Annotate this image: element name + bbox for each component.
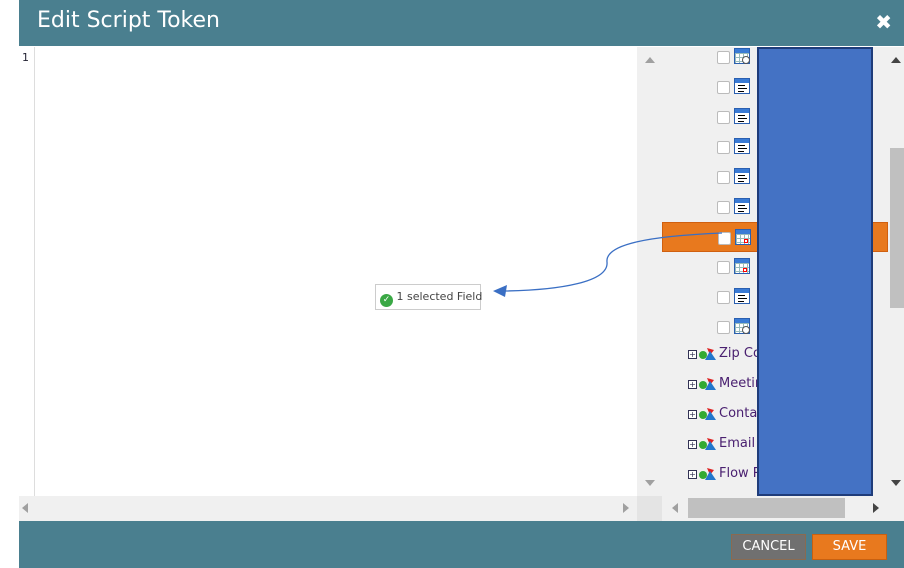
object-group-icon xyxy=(699,378,716,390)
dialog-footer: CANCEL SAVE xyxy=(19,521,904,568)
group-label: Meetin xyxy=(719,376,764,391)
scroll-up-icon[interactable] xyxy=(891,57,901,63)
line-number: 1 xyxy=(22,51,29,64)
scrollbar-thumb[interactable] xyxy=(890,148,904,308)
date-field-icon xyxy=(734,258,750,274)
script-editor[interactable] xyxy=(35,47,637,496)
field-checkbox[interactable] xyxy=(717,141,730,154)
scrollbar-thumb[interactable] xyxy=(688,498,845,518)
object-group-icon xyxy=(699,468,716,480)
editor-horizontal-scrollbar[interactable] xyxy=(19,496,637,521)
text-field-icon xyxy=(734,198,750,214)
expand-icon[interactable]: + xyxy=(688,410,697,419)
text-field-icon xyxy=(734,138,750,154)
field-checkbox[interactable] xyxy=(718,232,731,245)
group-label: Flow R xyxy=(719,466,762,481)
field-checkbox[interactable] xyxy=(717,81,730,94)
field-row[interactable] xyxy=(662,312,888,342)
text-field-icon xyxy=(734,288,750,304)
scroll-left-icon[interactable] xyxy=(672,503,678,513)
field-row[interactable] xyxy=(662,252,888,282)
field-row[interactable] xyxy=(662,72,888,102)
object-group-icon xyxy=(699,348,716,360)
selected-field-badge: ✓ 1 selected Field xyxy=(375,284,483,310)
field-checkbox[interactable] xyxy=(717,261,730,274)
cancel-button[interactable]: CANCEL xyxy=(731,534,806,560)
editor-vertical-scrollbar[interactable] xyxy=(637,47,662,496)
field-row[interactable] xyxy=(662,192,888,222)
field-checkbox[interactable] xyxy=(717,51,730,64)
dialog-header: Edit Script Token ✖ xyxy=(19,0,904,46)
field-checkbox[interactable] xyxy=(717,171,730,184)
tree-horizontal-scrollbar[interactable] xyxy=(662,496,904,521)
scroll-down-icon[interactable] xyxy=(891,480,901,486)
group-label: Email xyxy=(719,436,756,451)
field-checkbox[interactable] xyxy=(717,201,730,214)
field-row[interactable] xyxy=(662,102,888,132)
field-row[interactable] xyxy=(662,47,888,72)
field-checkbox[interactable] xyxy=(717,321,730,334)
expand-icon[interactable]: + xyxy=(688,470,697,479)
scroll-down-icon[interactable] xyxy=(645,480,655,486)
group-label: Contac xyxy=(719,406,765,421)
tree-vertical-scrollbar[interactable] xyxy=(888,47,904,496)
dialog-title: Edit Script Token xyxy=(37,8,220,33)
text-field-icon xyxy=(734,108,750,124)
line-number-gutter: 1 xyxy=(19,47,35,496)
field-row[interactable] xyxy=(662,282,888,312)
group-label: Zip Co xyxy=(719,346,761,361)
scroll-right-icon[interactable] xyxy=(623,503,629,513)
date-field-icon xyxy=(735,229,751,245)
object-group-icon xyxy=(699,408,716,420)
text-field-icon xyxy=(734,78,750,94)
field-row[interactable] xyxy=(662,162,888,192)
expand-icon[interactable]: + xyxy=(688,380,697,389)
check-circle-icon: ✓ xyxy=(380,294,393,307)
scroll-up-icon[interactable] xyxy=(645,57,655,63)
field-row[interactable] xyxy=(662,132,888,162)
field-checkbox[interactable] xyxy=(717,291,730,304)
badge-text: 1 selected Field xyxy=(396,290,483,303)
expand-icon[interactable]: + xyxy=(688,440,697,449)
scroll-left-icon[interactable] xyxy=(22,503,28,513)
redaction-box xyxy=(757,47,873,496)
datetime-field-icon xyxy=(734,48,750,64)
expand-icon[interactable]: + xyxy=(688,350,697,359)
field-checkbox[interactable] xyxy=(717,111,730,124)
object-group-icon xyxy=(699,438,716,450)
text-field-icon xyxy=(734,168,750,184)
close-icon[interactable]: ✖ xyxy=(875,10,892,34)
save-button[interactable]: SAVE xyxy=(812,534,887,560)
scroll-corner xyxy=(637,496,662,521)
scroll-right-icon[interactable] xyxy=(873,503,879,513)
datetime-field-icon xyxy=(734,318,750,334)
